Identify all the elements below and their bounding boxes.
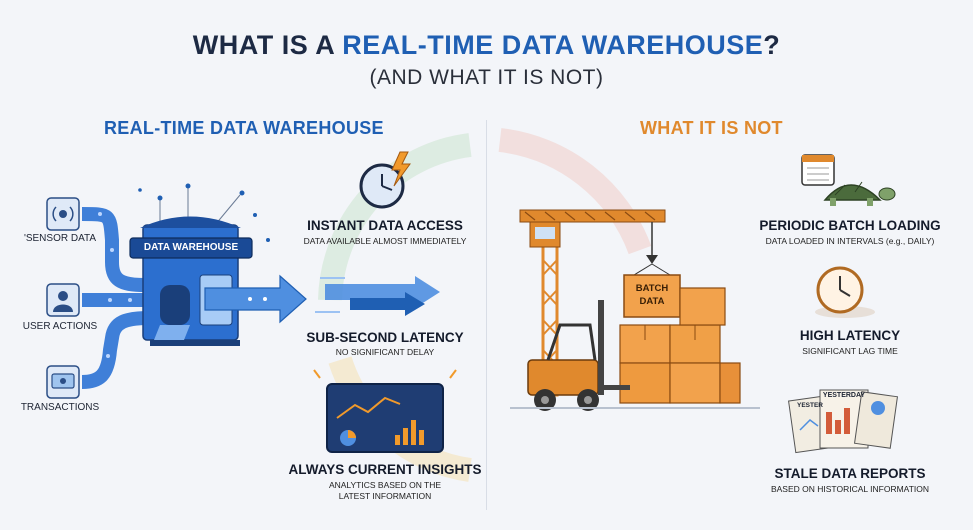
feature-title-current-insights: ALWAYS CURRENT INSIGHTS [288, 462, 482, 477]
turtle-calendar-icon [801, 154, 896, 206]
feature-desc-periodic-batch: DATA LOADED IN INTERVALS (e.g., DAILY) [765, 236, 935, 246]
right-section-heading: WHAT IT IS NOT [640, 118, 783, 138]
left-section-heading: REAL-TIME DATA WAREHOUSE [104, 118, 384, 138]
sensor-icon [46, 197, 80, 231]
page-subtitle: (AND WHAT IT IS NOT) [369, 66, 604, 89]
feature-desc-stale-reports: BASED ON HISTORICAL INFORMATION [770, 484, 930, 494]
warehouse-label: DATA WAREHOUSE [143, 242, 239, 253]
forklift [510, 300, 760, 411]
speed-arrows-icon [315, 276, 440, 316]
feature-desc-current-insights-2: LATEST INFORMATION [338, 491, 432, 501]
user-icon [46, 283, 80, 317]
clock-lightning-icon [359, 151, 411, 209]
old-reports-icon [788, 389, 899, 454]
feature-title-periodic-batch: PERIODIC BATCH LOADING [759, 218, 941, 233]
section-divider [486, 120, 487, 510]
batch-box-label-1: BATCH [635, 283, 669, 294]
clock-icon [815, 266, 875, 318]
output-arrow [204, 274, 307, 324]
source-label-user-actions: USER ACTIONS [22, 321, 98, 332]
page-title: WHAT IS A REAL-TIME DATA WAREHOUSE? [192, 30, 781, 60]
dashboard-icon [313, 369, 457, 453]
feature-title-instant-access: INSTANT DATA ACCESS [307, 218, 463, 233]
report-label-yester: YESTER [796, 402, 823, 409]
feature-desc-high-latency: SIGNIFICANT LAG TIME [802, 346, 898, 356]
batch-data-box [623, 263, 681, 318]
feature-desc-sub-second: NO SIGNIFICANT DELAY [335, 347, 435, 357]
source-flow-arrows [81, 207, 151, 389]
box-stack [619, 287, 741, 404]
feature-title-high-latency: HIGH LATENCY [799, 328, 901, 343]
source-label-sensor: 'SENSOR DATA [23, 233, 97, 244]
money-icon [46, 365, 80, 399]
feature-title-stale-reports: STALE DATA REPORTS [774, 466, 926, 481]
source-label-transactions: TRANSACTIONS [20, 402, 100, 413]
feature-title-sub-second: SUB-SECOND LATENCY [306, 330, 464, 345]
feature-desc-instant-access: DATA AVAILABLE ALMOST IMMEDIATELY [303, 236, 467, 246]
batch-box-label-2: DATA [639, 296, 665, 307]
feature-desc-current-insights-1: ANALYTICS BASED ON THE [328, 480, 442, 490]
report-label-yesterday: YESTERDAY [822, 392, 866, 399]
